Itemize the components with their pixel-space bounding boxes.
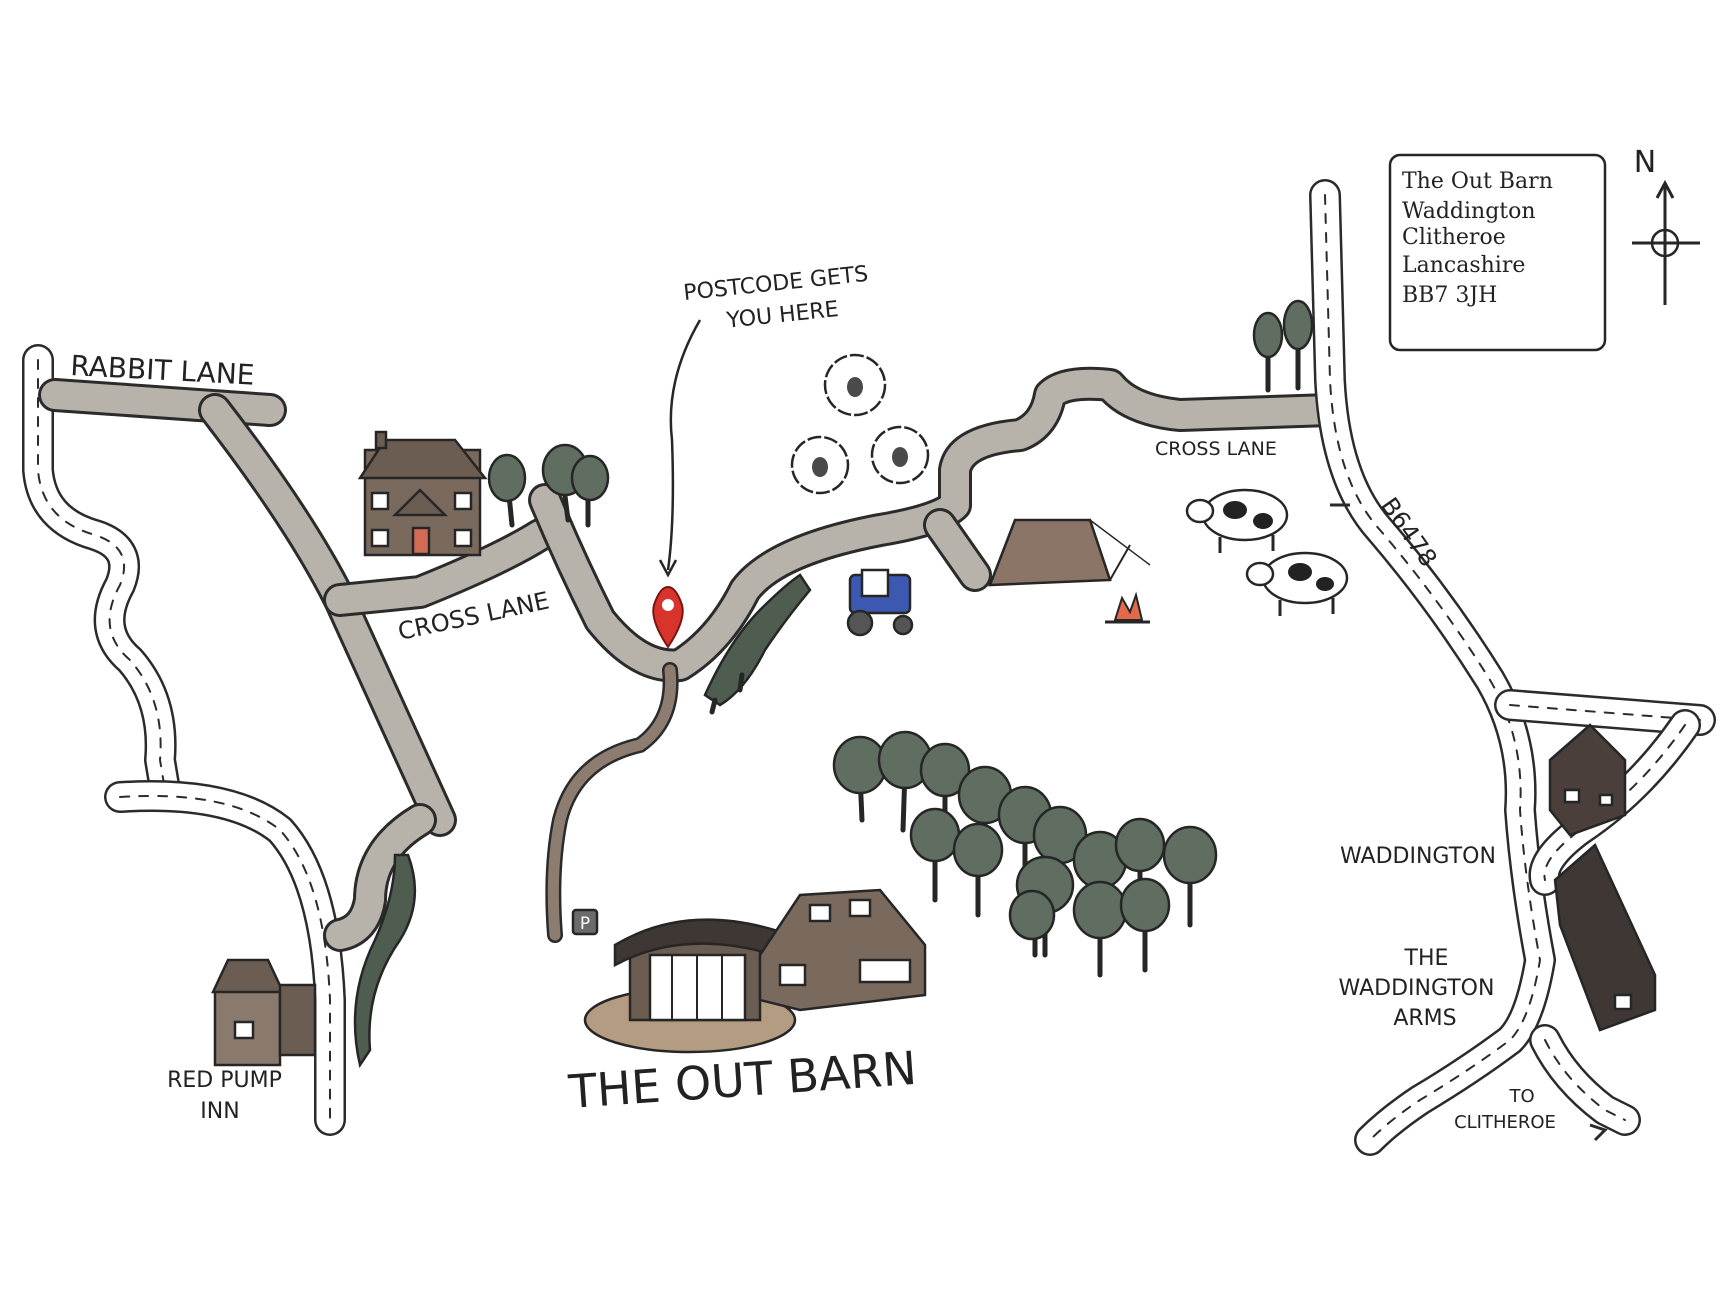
sheep-icon [870, 425, 930, 485]
waddington-label: WADDINGTON [1340, 844, 1496, 869]
out-barn-building-icon [583, 888, 927, 1054]
place-labels: RED PUMP INN WADDINGTON THE WADDINGTON A… [167, 844, 1556, 1133]
cow-icons [1185, 488, 1349, 616]
address-box: The Out Barn Waddington Clitheroe Lancas… [1388, 153, 1607, 352]
parking-label: P [580, 914, 590, 934]
waddington-arms-label: THE WADDINGTON ARMS [1339, 946, 1502, 1031]
sheep-icon [823, 353, 887, 417]
red-pump-inn-label: RED PUMP INN [167, 1068, 289, 1124]
tractor-icon [846, 568, 914, 637]
cross-lane-east-label: CROSS LANE [1155, 438, 1277, 460]
compass-rose-icon: N [1632, 145, 1700, 305]
location-marker-icon [652, 585, 684, 649]
hedge-red-pump [353, 853, 417, 1069]
to-clitheroe-label: TO CLITHEROE [1454, 1086, 1556, 1133]
west-white-road [22, 344, 346, 1136]
waddington-buildings [1548, 723, 1657, 1032]
tent-icon [988, 518, 1151, 587]
address-line-5: BB7 3JH [1402, 283, 1497, 308]
address-line-3: Clitheroe [1402, 225, 1506, 250]
cross-lane-west-road [323, 518, 557, 617]
campfire-icon [1105, 591, 1150, 624]
callout-arrow [666, 319, 702, 571]
cow-icon [1245, 551, 1349, 616]
sheep-icon [790, 435, 850, 495]
barn-access-track [545, 662, 679, 943]
trees-near-b6478 [1252, 299, 1314, 393]
compass-north-label: N [1634, 145, 1656, 180]
sheep-icons [790, 353, 930, 495]
hedge-cross-lane [703, 573, 812, 715]
postcode-callout-text: POSTCODE GETS YOU HERE [682, 261, 879, 338]
red-pump-inn-building-icon [211, 958, 317, 1067]
address-line-1: The Out Barn [1402, 169, 1553, 194]
parking-icon: P [571, 908, 599, 936]
address-line-4: Lancashire [1402, 253, 1525, 278]
trees-near-farmhouse [487, 443, 610, 528]
woodland-trees [832, 730, 1218, 978]
farmhouse-icon [357, 430, 488, 557]
map-title: THE OUT BARN [566, 1041, 918, 1119]
cross-lane-main-road [528, 366, 1347, 683]
cow-icon [1185, 488, 1289, 553]
address-line-2: Waddington [1402, 199, 1536, 224]
